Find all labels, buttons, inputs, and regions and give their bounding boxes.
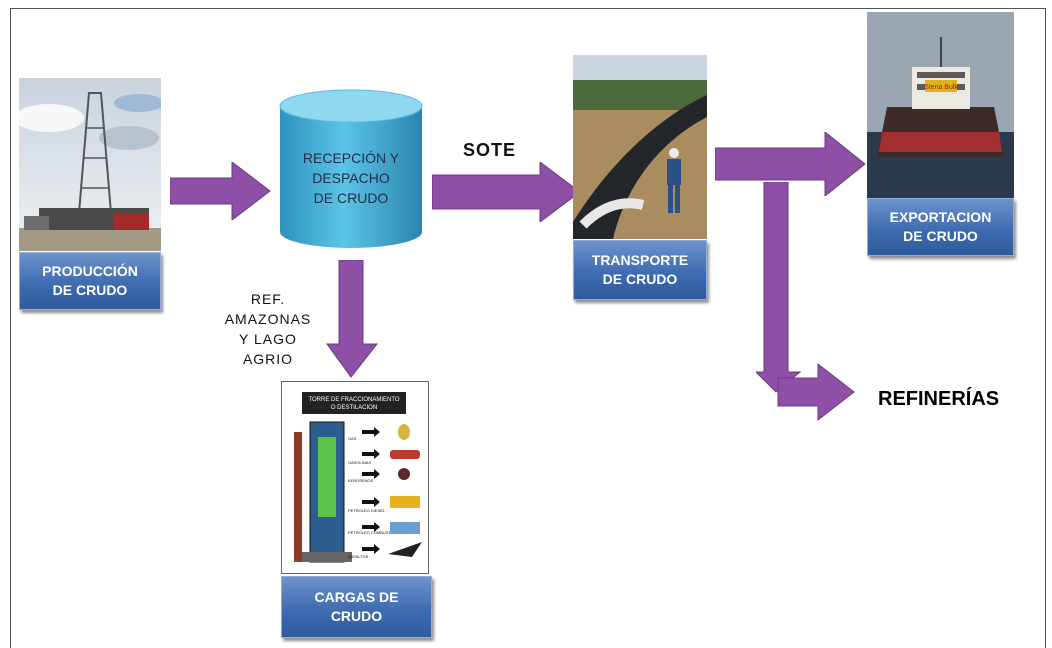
poster-title-line1: TORRE DE FRACCIONAMIENTO	[308, 397, 399, 403]
arrow-recepcion-to-transporte	[432, 162, 581, 222]
poster-product-kerosenos: KEROSENOS	[348, 478, 374, 483]
node-produccion-label: PRODUCCIÓN DE CRUDO	[19, 252, 161, 310]
node-transporte-label: TRANSPORTE DE CRUDO	[573, 240, 707, 300]
node-recepcion-label: RECEPCIÓN Y DESPACHO DE CRUDO	[302, 150, 400, 206]
poster-product-gasolinas: GASOLINAS	[348, 460, 371, 465]
diagram-frame	[10, 8, 1046, 648]
tanker-ship-photo: Stena Bulk	[867, 12, 1014, 198]
refinerias-label: REFINERÍAS	[878, 388, 1000, 410]
node-cargas-label: CARGAS DE CRUDO	[281, 576, 432, 638]
arrow-branch-to-refinerias	[756, 182, 855, 422]
arrow-produccion-to-recepcion	[170, 162, 271, 220]
poster-title-line2: O DESTILACION	[331, 405, 377, 411]
sote-label: SOTE	[463, 140, 517, 160]
oil-rig-photo	[19, 78, 161, 251]
poster-product-diesel: PETROLEO DIESEL	[348, 508, 386, 513]
node-exportacion-label: EXPORTACION DE CRUDO	[867, 198, 1014, 256]
poster-product-gas: GAS	[348, 436, 357, 441]
arrow-transporte-to-exportacion	[715, 132, 866, 196]
arrow-recepcion-to-cargas	[326, 260, 378, 378]
ref-amazonas-text: REF. AMAZONAS Y LAGO AGRIO	[224, 291, 312, 367]
poster-product-combustibles: PETROLEO COMBUSTIBLES	[348, 530, 403, 535]
poster-product-asfaltos: ASFALTOS	[348, 554, 369, 559]
pipeline-photo	[573, 55, 707, 239]
reception-tank-cylinder	[278, 88, 424, 250]
distillation-tower-poster: TORRE DE FRACCIONAMIENTO O DESTILACION G…	[281, 381, 429, 574]
ship-sign-text: Stena Bulk	[924, 84, 958, 91]
